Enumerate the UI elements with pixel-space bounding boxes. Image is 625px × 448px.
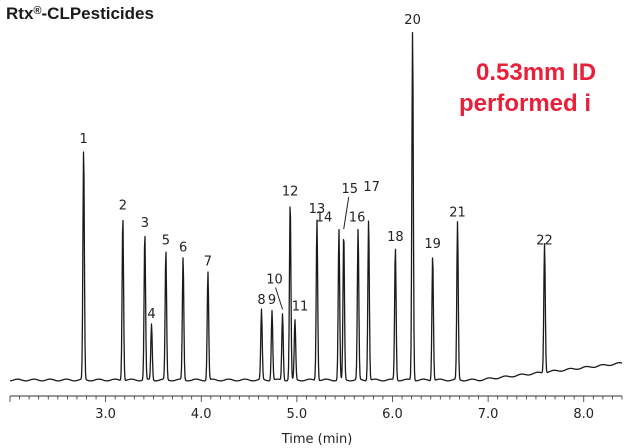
peak-leader-10 [275,287,284,310]
peak-leader-15 [343,196,350,230]
x-axis: 3.0 4.0 5.0 6.0 7.0 8.0 [9,395,623,422]
x-tick-label: 4.0 [191,407,212,422]
peak-label-18: 18 [387,230,404,245]
column-note-line-2: performed i [459,90,591,117]
peak-label-13: 13 [309,202,326,217]
peak-label-11: 11 [292,300,309,315]
x-tick-label: 5.0 [287,407,308,422]
peak-label-16: 16 [349,211,366,226]
peak-label-12: 12 [282,185,299,200]
column-note-line-1: 0.53mm ID [476,59,596,86]
peak-label-5: 5 [162,234,170,249]
peak-label-19: 19 [424,237,441,252]
peak-label-6: 6 [179,241,187,256]
peak-label-20: 20 [404,13,421,28]
peak-label-2: 2 [119,199,127,214]
peak-label-14: 14 [316,211,333,226]
peak-label-10: 10 [266,273,283,288]
x-tick-label: 6.0 [382,407,403,422]
peak-label-15: 15 [341,182,358,197]
chromatogram-trace [9,31,623,382]
peak-label-4: 4 [147,307,155,322]
peak-label-22: 22 [536,234,553,249]
x-tick-label: 7.0 [478,407,499,422]
peak-label-17: 17 [363,180,380,195]
peak-label-9: 9 [268,293,276,308]
peak-label-8: 8 [257,293,265,308]
peak-label-21: 21 [449,206,466,221]
peak-label-7: 7 [204,255,212,270]
x-tick-label: 3.0 [95,407,116,422]
peak-label-3: 3 [141,216,149,231]
peak-label-1: 1 [79,132,87,147]
x-tick-label: 8.0 [573,407,594,422]
chart-title: Rtx®-CLPesticides [6,4,154,23]
x-axis-label: Time (min) [281,432,353,447]
